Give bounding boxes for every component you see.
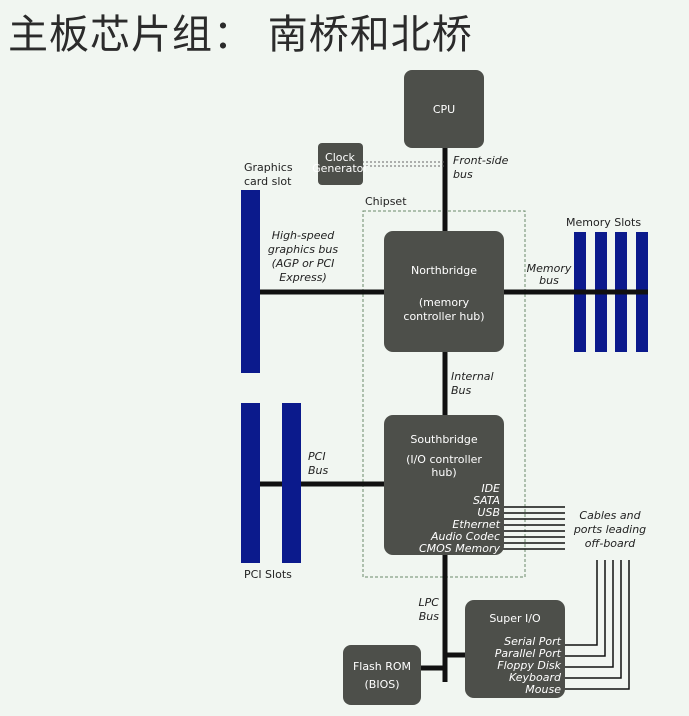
memory-slots-label: Memory Slots bbox=[566, 216, 641, 229]
sb-port-ethernet: Ethernet bbox=[452, 518, 500, 531]
sio-port-floppy: Floppy Disk bbox=[497, 659, 561, 672]
graphics-bus-label-4: Express) bbox=[279, 271, 327, 284]
sio-port-serial: Serial Port bbox=[504, 635, 562, 648]
memory-bus-label-1: Memory bbox=[527, 262, 572, 275]
northbridge-sub-1: (memory bbox=[419, 296, 470, 309]
clock-generator-box bbox=[318, 143, 363, 185]
graphics-card-slot bbox=[241, 190, 260, 373]
graphics-slot-label-2: card slot bbox=[244, 175, 292, 188]
superio-title: Super I/O bbox=[489, 612, 541, 625]
southbridge-sub-2: hub) bbox=[431, 466, 456, 479]
pci-bus-label-2: Bus bbox=[308, 464, 329, 477]
southbridge-cables bbox=[500, 506, 565, 550]
northbridge-title: Northbridge bbox=[411, 264, 477, 277]
pci-slot-1 bbox=[241, 403, 260, 563]
front-side-bus-label-1: Front-side bbox=[453, 154, 509, 167]
graphics-bus-label-2: graphics bus bbox=[268, 243, 338, 256]
sb-port-audio-codec: Audio Codec bbox=[430, 530, 500, 543]
sio-port-parallel: Parallel Port bbox=[495, 647, 562, 660]
southbridge-sub-1: (I/O controller bbox=[406, 453, 482, 466]
northbridge-sub-2: controller hub) bbox=[403, 310, 484, 323]
sio-port-keyboard: Keyboard bbox=[509, 671, 562, 684]
sb-port-sata: SATA bbox=[473, 494, 500, 507]
memory-bus-label-2: bus bbox=[539, 274, 559, 287]
slide-title: 主板芯片组： 南桥和北桥 bbox=[8, 12, 473, 58]
cables-label-3: off-board bbox=[585, 537, 637, 550]
cpu-box bbox=[404, 70, 484, 148]
flash-rom-box bbox=[343, 645, 421, 705]
superio-box bbox=[465, 600, 565, 698]
graphics-slot-label-1: Graphics bbox=[244, 161, 293, 174]
chipset-label: Chipset bbox=[365, 195, 407, 208]
internal-bus-label-1: Internal bbox=[451, 370, 494, 383]
northbridge-box bbox=[384, 231, 504, 352]
pci-slots-label: PCI Slots bbox=[244, 568, 292, 581]
clock-label-line2: Generator bbox=[312, 162, 368, 175]
flash-rom-label-2: (BIOS) bbox=[364, 678, 399, 691]
lpc-bus-label-1: LPC bbox=[419, 596, 440, 609]
sb-port-ide: IDE bbox=[481, 482, 500, 495]
lpc-bus-label-2: Bus bbox=[419, 610, 440, 623]
sb-port-usb: USB bbox=[477, 506, 500, 519]
internal-bus-label-2: Bus bbox=[451, 384, 472, 397]
southbridge-box bbox=[384, 415, 504, 555]
superio-cables bbox=[562, 560, 630, 690]
pci-bus-label-1: PCI bbox=[308, 450, 326, 463]
cables-label-1: Cables and bbox=[579, 509, 641, 522]
southbridge-title: Southbridge bbox=[410, 433, 477, 446]
graphics-bus-label-3: (AGP or PCI bbox=[272, 257, 335, 270]
sb-port-cmos-memory: CMOS Memory bbox=[419, 542, 501, 555]
clock-label-line1: Clock bbox=[325, 151, 356, 164]
graphics-bus-label-1: High-speed bbox=[272, 229, 335, 242]
cpu-label: CPU bbox=[433, 103, 455, 116]
cables-label-2: ports leading bbox=[573, 523, 646, 536]
flash-rom-label-1: Flash ROM bbox=[353, 660, 411, 673]
sio-port-mouse: Mouse bbox=[525, 683, 561, 696]
front-side-bus-label-2: bus bbox=[453, 168, 473, 181]
pci-slot-2 bbox=[282, 403, 301, 563]
